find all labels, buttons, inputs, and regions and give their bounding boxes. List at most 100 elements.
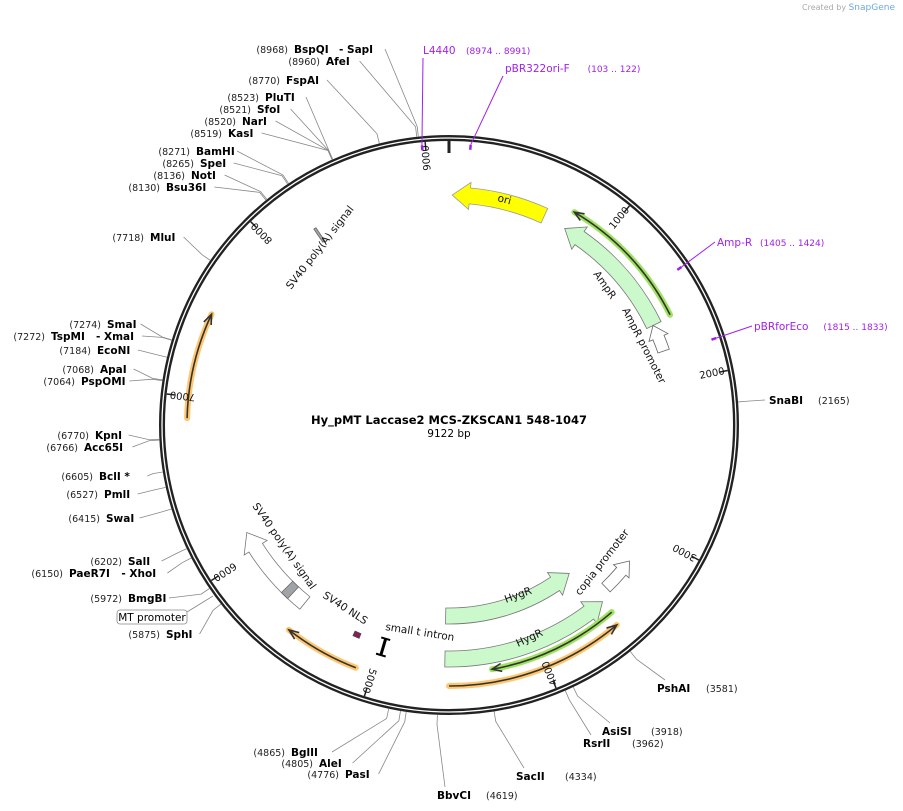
enzyme-name: AleI	[319, 758, 342, 770]
enzyme-position: (8968)	[256, 45, 288, 56]
ampr-orf-arrow-line	[573, 211, 671, 316]
enzyme-site-pshai: PshAI(3581)	[629, 651, 738, 695]
enzyme-position: (6202)	[90, 557, 122, 568]
enzyme-name: PaeR7I	[69, 568, 110, 580]
enzyme-site-spei: SpeI(8265)	[162, 158, 288, 185]
enzyme-name: AfeI	[326, 56, 350, 68]
tick-mark	[424, 141, 427, 151]
enzyme-leader-line	[199, 603, 222, 635]
enzyme-name: PspOMI	[81, 376, 126, 388]
enzyme-site-afei: AfeI (8960)	[288, 56, 418, 137]
enzyme-position: (4805)	[281, 759, 313, 770]
enzyme-site-sali: SalI(6202)	[90, 548, 187, 568]
enzyme-name-2: - XhoI	[121, 568, 156, 580]
enzyme-leader-line	[331, 708, 390, 753]
enzyme-position: (7718)	[112, 233, 144, 244]
snapgene-credit: Created by SnapGene	[802, 3, 895, 13]
enzyme-name: BbvCI	[437, 790, 471, 802]
feature-label-ori: ori	[496, 192, 512, 207]
enzyme-leader-line	[564, 690, 592, 736]
enzyme-site-rsrii: RsrII(3962)	[564, 690, 664, 750]
primer-leader-line	[716, 325, 753, 339]
enzyme-position: (7064)	[43, 377, 75, 388]
tick-label: 6000	[211, 560, 238, 583]
tick-mark	[552, 680, 557, 689]
enzyme-position: (2165)	[818, 396, 850, 407]
enzyme-position: (8521)	[219, 105, 251, 116]
enzyme-name: BmgBI	[128, 593, 166, 605]
enzyme-leader-line	[384, 48, 419, 137]
enzyme-leader-line	[129, 378, 163, 382]
enzyme-position: (4776)	[307, 770, 339, 781]
enzyme-position: (7272)	[13, 332, 45, 343]
feature-label-sv40-nls: SV40 NLS	[320, 589, 370, 627]
orf-arrow-left-head	[203, 312, 213, 326]
enzyme-position: (6150)	[31, 569, 63, 580]
ampr-promoter-feature	[648, 324, 670, 354]
hygr-feature-2	[444, 601, 604, 668]
enzyme-position: (8960)	[288, 57, 320, 68]
enzyme-position: (6415)	[68, 514, 100, 525]
enzyme-position: (6766)	[46, 443, 78, 454]
mt-promoter-box	[116, 609, 188, 625]
enzyme-name: Acc65I	[84, 442, 123, 454]
enzyme-leader-line	[352, 710, 401, 764]
enzyme-site-pspomi: PspOMI (7064)	[43, 376, 163, 388]
enzyme-leader-line	[738, 399, 766, 403]
enzyme-site-fspai: FspAI(8770)	[248, 75, 380, 144]
backbone-gap	[161, 137, 737, 713]
sv40-polya-box-top	[313, 227, 326, 243]
enzyme-site-tspmi: TspMI- XmaI(7272)	[13, 331, 172, 343]
enzyme-site-acc65i: Acc65I (6766)	[46, 439, 160, 454]
enzyme-position: (8520)	[204, 117, 236, 128]
enzyme-site-bbvci: BbvCI(4619)	[436, 714, 518, 802]
enzyme-leader-line	[224, 174, 268, 200]
enzyme-position: (8770)	[248, 76, 280, 87]
tick-mark	[210, 575, 219, 582]
sv40-nls-feature	[352, 630, 362, 639]
enzyme-site-bspqi: BspQI- SapI(8968)	[256, 44, 419, 137]
orf-arrow-bottom-head	[606, 623, 619, 635]
primer-name: pBRforEco	[754, 321, 808, 333]
enzyme-site-noti: NotI(8136)	[153, 170, 268, 200]
enzyme-leader-line	[572, 686, 611, 724]
primer-mark	[676, 266, 683, 271]
enzyme-name: SnaBI	[769, 395, 803, 407]
primer-name: pBR322ori-F	[505, 63, 570, 75]
enzyme-site-apai: ApaI(7068)	[62, 364, 163, 381]
orf-arrow-left	[184, 311, 215, 422]
primer-name: Amp-R	[717, 237, 752, 249]
enzyme-leader-line	[629, 651, 666, 681]
ampr-orf-arrow	[571, 209, 674, 318]
enzyme-site-pasi: PasI(4776)	[307, 711, 407, 781]
enzyme-site-pluti: PluTI(8523)	[227, 92, 334, 160]
enzyme-leader-line	[290, 108, 333, 160]
tick-mark	[363, 688, 368, 697]
enzyme-site-bmgbi: BmgBI(5972)	[90, 588, 210, 605]
enzyme-leader-line	[161, 548, 187, 562]
enzyme-name: SmaI	[107, 319, 137, 331]
enzyme-position: (7184)	[59, 346, 91, 357]
orf-arrow-5000-head	[287, 628, 300, 640]
enzyme-leader-line	[378, 711, 407, 775]
enzyme-name: NarI	[242, 116, 267, 128]
tick-mark	[166, 393, 175, 396]
mt-promoter-line	[186, 595, 214, 613]
tick-label: 3000	[671, 541, 699, 563]
enzyme-site-swai: SwaI (6415)	[68, 508, 172, 525]
intron-cap	[375, 652, 386, 658]
primer-pbr322ori-f: pBR322ori-F(103 .. 122)	[469, 63, 640, 150]
hygr-orf-arrow	[489, 609, 615, 673]
ampr-feature	[564, 226, 662, 330]
credit-brand: SnapGene	[848, 3, 895, 13]
primer-range: (8974 .. 8991)	[466, 47, 530, 57]
enzyme-site-smai: SmaI(7274)	[69, 319, 172, 341]
mt-promoter-label: MT promoter	[116, 595, 214, 625]
enzyme-name: SwaI	[106, 513, 134, 525]
enzyme-site-mlui: MluI(7718)	[112, 232, 211, 261]
small-t-intron-icon	[375, 636, 391, 658]
enzyme-leader-line	[137, 486, 166, 495]
enzyme-leader-line	[326, 79, 380, 144]
tick-label: 5000	[360, 667, 378, 695]
